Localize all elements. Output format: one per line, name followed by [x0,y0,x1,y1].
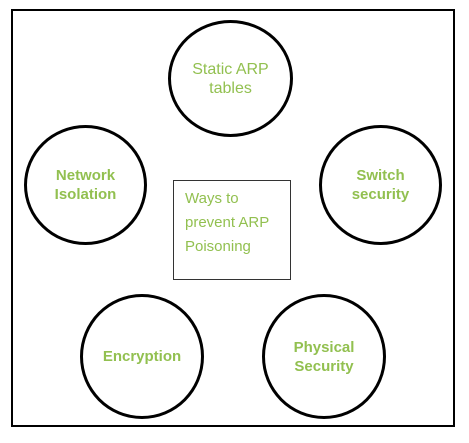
diagram-frame [11,9,455,427]
node-physical-security: Physical Security [262,294,386,419]
node-static-arp-tables-label: Static ARP tables [192,60,269,97]
center-topic-box: Ways to prevent ARP Poisoning [173,180,291,280]
node-switch-security: Switch security [319,125,442,245]
node-switch-security-label: Switch security [351,167,410,203]
center-topic-text: Ways to prevent ARP Poisoning [185,190,270,255]
node-physical-security-label: Physical Security [293,338,355,375]
node-encryption-label: Encryption [102,348,182,365]
node-network-isolation: Network Isolation [24,125,147,245]
node-static-arp-tables: Static ARP tables [168,20,293,137]
node-network-isolation-label: Network Isolation [54,167,117,203]
node-encryption: Encryption [80,294,204,419]
